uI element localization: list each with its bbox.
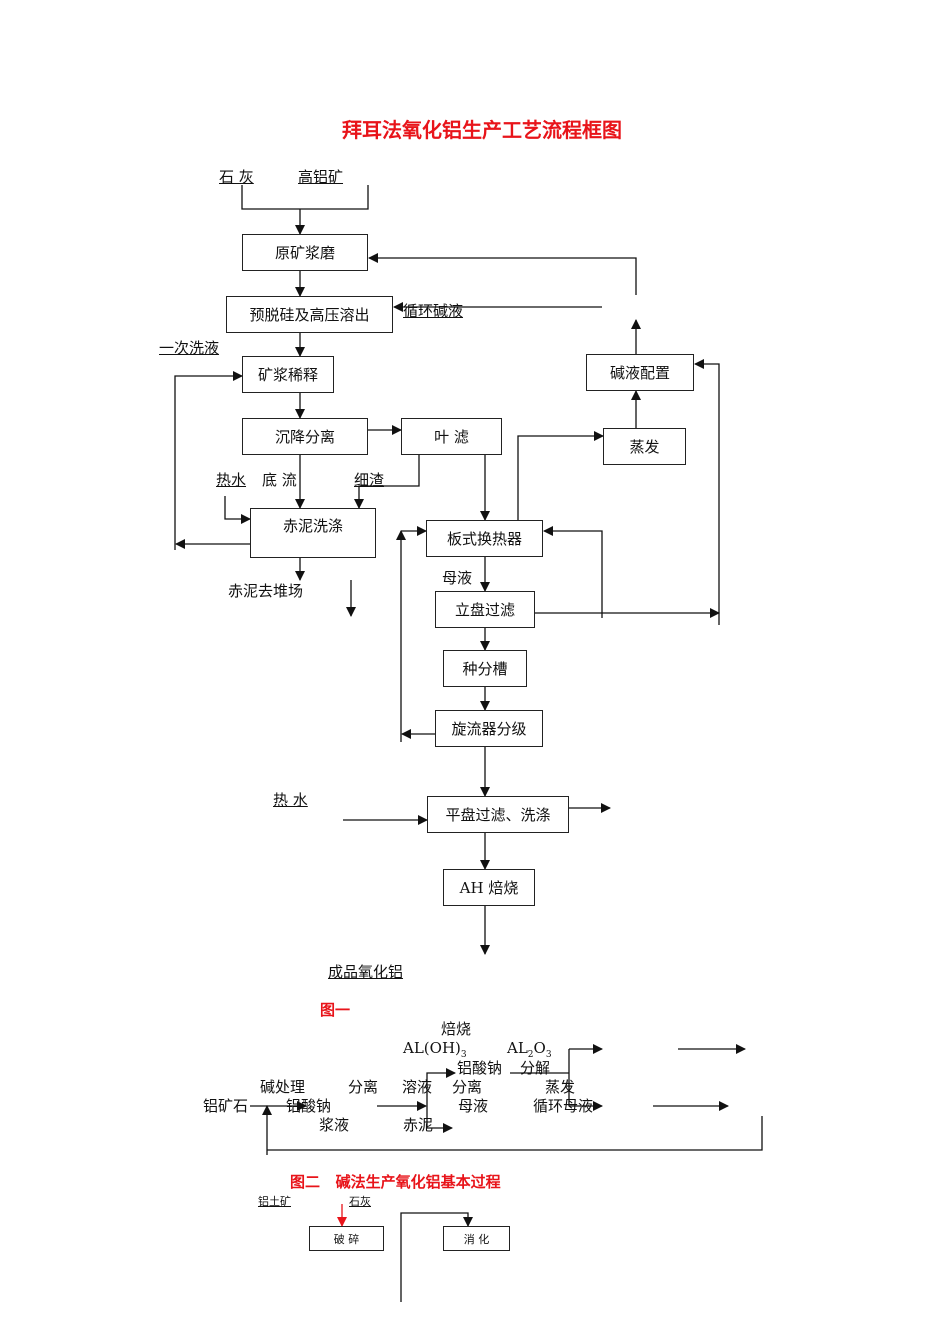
page-title: 拜耳法氧化铝生产工艺流程框图 <box>342 118 622 142</box>
box-vertical-filter: 立盘过滤 <box>435 591 535 628</box>
box-settling: 沉降分离 <box>242 418 368 455</box>
input-lime: 石 灰 <box>219 168 254 186</box>
figure2-caption: 图二 碱法生产氧化铝基本过程 <box>290 1173 501 1191</box>
fig2-solution: 溶液 <box>402 1078 433 1096</box>
fig2-evaporate: 蒸发 <box>545 1078 576 1096</box>
box-leaf-filter: 叶 滤 <box>401 418 502 455</box>
box-calcination: AH 焙烧 <box>443 869 535 906</box>
box-pan-filter: 平盘过滤、洗涤 <box>427 796 569 833</box>
box-slaking: 消 化 <box>443 1226 510 1251</box>
fig2-aluminate-1: 铝酸钠 <box>457 1059 503 1077</box>
label-product: 成品氧化铝 <box>328 963 404 981</box>
box-grinding: 原矿浆磨 <box>242 234 368 271</box>
fig2-separate-1: 分离 <box>348 1078 379 1096</box>
label-hot-water: 热水 <box>216 471 247 489</box>
fig3-bauxite: 铝土矿 <box>258 1195 291 1208</box>
label-first-wash: 一次洗液 <box>159 339 220 357</box>
fig2-al2o3-b: O <box>533 1039 546 1057</box>
box-digestion: 预脱硅及高压溶出 <box>226 296 393 333</box>
box-evaporation: 蒸发 <box>603 428 686 465</box>
box-dilution: 矿浆稀释 <box>242 356 334 393</box>
fig2-aloh3-text: AL(OH) <box>403 1039 461 1057</box>
fig2-decompose: 分解 <box>520 1059 551 1077</box>
fig3-lime: 石灰 <box>349 1195 371 1208</box>
fig2-separate-2: 分离 <box>452 1078 483 1096</box>
input-bauxite: 高铝矿 <box>298 168 344 186</box>
label-mud-disposal: 赤泥去堆场 <box>228 582 304 600</box>
label-fine-residue: 细渣 <box>354 471 385 489</box>
fig2-aloh3: AL(OH)3 <box>403 1039 467 1064</box>
label-hot-water-2: 热 水 <box>273 791 308 809</box>
box-mud-washing: 赤泥洗涤 <box>250 508 376 558</box>
fig2-alkali-treat: 碱处理 <box>260 1078 306 1096</box>
fig2-mother-liquor: 母液 <box>458 1097 489 1115</box>
fig2-aluminate-2: 铝酸钠 <box>286 1097 332 1115</box>
fig2-slurry: 浆液 <box>319 1116 350 1134</box>
label-underflow: 底 流 <box>262 471 297 489</box>
figure1-caption: 图一 <box>320 1001 351 1019</box>
fig2-ore: 铝矿石 <box>203 1097 249 1115</box>
fig2-aloh3-sub: 3 <box>460 1050 467 1060</box>
fig2-al2o3-sub2: 3 <box>545 1050 552 1060</box>
fig2-red-mud: 赤泥 <box>403 1116 434 1134</box>
fig2-al2o3: AL2O3 <box>507 1039 552 1064</box>
fig2-al2o3-sub1: 2 <box>527 1050 534 1060</box>
label-recycle-caustic: 循环碱液 <box>403 302 464 320</box>
fig2-al2o3-a: AL <box>507 1039 528 1057</box>
box-precipitation: 种分槽 <box>443 650 527 687</box>
box-caustic-prep: 碱液配置 <box>586 354 694 391</box>
fig2-calcine: 焙烧 <box>441 1020 472 1038</box>
fig2-recycle-liquor: 循环母液 <box>533 1097 594 1115</box>
label-mother-liquor: 母液 <box>442 569 473 587</box>
box-plate-exchanger: 板式换热器 <box>426 520 543 557</box>
box-crushing: 破 碎 <box>309 1226 384 1251</box>
box-cyclone: 旋流器分级 <box>435 710 543 747</box>
